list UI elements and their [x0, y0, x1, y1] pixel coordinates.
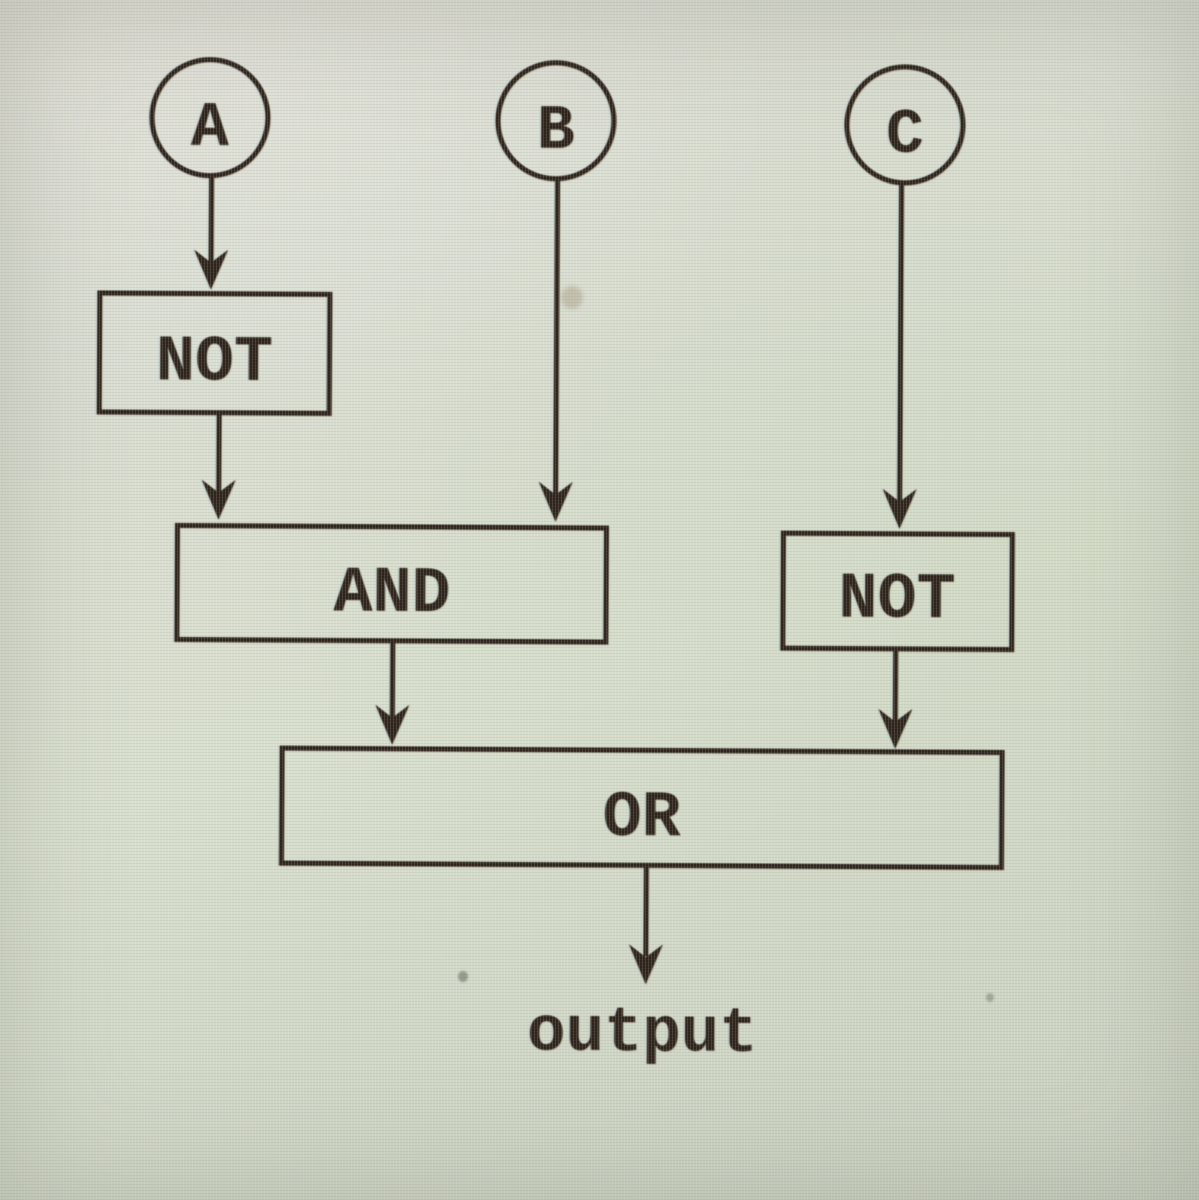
arrow-not1-to-and-head — [201, 479, 236, 520]
gate-not1-box — [96, 290, 333, 416]
input-node-b-label: B — [537, 96, 575, 167]
output-label: output — [527, 998, 758, 1071]
gate-not2-label: NOT — [838, 562, 955, 637]
input-node-a-circle — [149, 57, 271, 179]
arrow-b-to-and-line — [553, 178, 561, 495]
gate-or-label: OR — [602, 781, 680, 855]
arrow-b-to-and-head — [538, 481, 573, 522]
arrow-not2-to-or-head — [878, 708, 913, 749]
gate-not1-label: NOT — [156, 325, 273, 400]
arrow-a-to-not1-head — [194, 249, 229, 290]
gate-or-box — [278, 745, 1005, 870]
arrow-c-to-not2-line — [897, 183, 905, 502]
arrow-or-to-output-line — [643, 865, 649, 957]
arrow-and-to-or-head — [375, 704, 410, 745]
arrow-c-to-not2-head — [882, 488, 917, 529]
gate-and-label: AND — [333, 556, 450, 631]
input-node-a-label: A — [191, 92, 229, 163]
input-node-c-circle — [844, 64, 966, 186]
input-node-c-label: C — [886, 100, 924, 171]
arrow-or-to-output-head — [628, 944, 663, 985]
arrow-a-to-not1-line — [208, 176, 215, 263]
